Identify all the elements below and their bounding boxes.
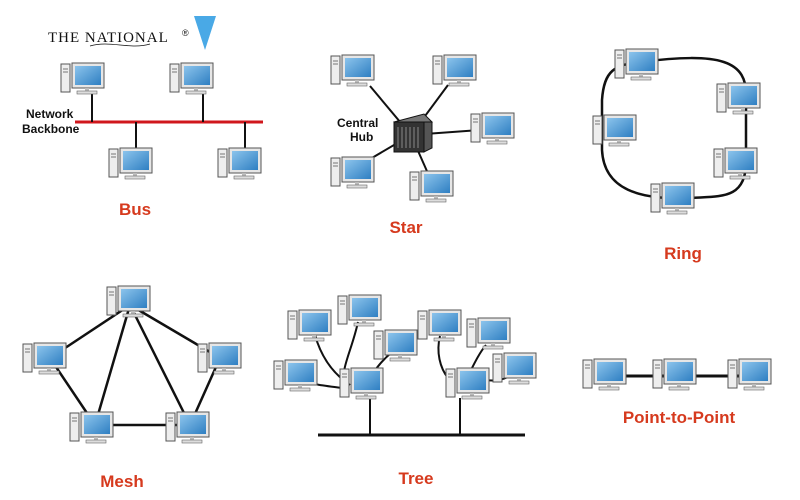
computer-icon [217, 147, 262, 180]
computer-icon [273, 359, 318, 392]
logo-triangle-icon [194, 16, 216, 50]
computer-icon [339, 367, 384, 400]
mesh-link [93, 304, 132, 426]
computer-icon [582, 358, 627, 391]
computer-icon [330, 54, 375, 87]
central-hub-label-1: Central [337, 116, 378, 130]
computer-icon [330, 156, 375, 189]
bus-topology: Network Backbone Bus [22, 62, 263, 219]
computer-icon [165, 411, 210, 444]
central-hub-label-2: Hub [350, 130, 373, 144]
central-hub-icon [393, 113, 433, 153]
logo-flourish-icon [89, 43, 151, 47]
computer-icon [592, 114, 637, 147]
computer-icon [492, 352, 537, 385]
computer-icon [108, 147, 153, 180]
computer-icon [69, 411, 114, 444]
computer-icon [60, 62, 105, 95]
computer-icon [169, 62, 214, 95]
bus-backbone-label-1: Network [26, 107, 74, 121]
star-label: Star [389, 218, 422, 237]
ring-topology: Ring [592, 48, 761, 263]
point-to-point-topology: Point-to-Point [582, 358, 772, 427]
computer-icon [727, 358, 772, 391]
computer-icon [713, 147, 758, 180]
brand-mark: ® [182, 28, 189, 38]
computer-icon [373, 329, 418, 362]
computer-icon [337, 294, 382, 327]
tree-topology: Tree [273, 294, 537, 488]
mesh-link [128, 304, 192, 426]
brand-logo: THE NATIONAL ® [48, 16, 216, 50]
computer-icon [716, 82, 761, 115]
bus-backbone-label-2: Backbone [22, 122, 80, 136]
tree-label: Tree [399, 469, 434, 488]
computer-icon [470, 112, 515, 145]
mesh-label: Mesh [100, 472, 143, 491]
ring-label: Ring [664, 244, 702, 263]
computer-icon [650, 182, 695, 215]
computer-icon [197, 342, 242, 375]
computer-icon [614, 48, 659, 81]
star-topology: Central Hub Star [330, 54, 515, 237]
computer-icon [652, 358, 697, 391]
brand-text: THE NATIONAL [48, 30, 169, 46]
computer-icon [466, 317, 511, 350]
bus-label: Bus [119, 200, 151, 219]
computer-icon [445, 367, 490, 400]
mesh-topology: Mesh [22, 285, 242, 491]
computer-icon [287, 309, 332, 342]
point-to-point-label: Point-to-Point [623, 408, 736, 427]
computer-icon [432, 54, 477, 87]
computer-icon [409, 170, 454, 203]
computer-icon [22, 342, 67, 375]
